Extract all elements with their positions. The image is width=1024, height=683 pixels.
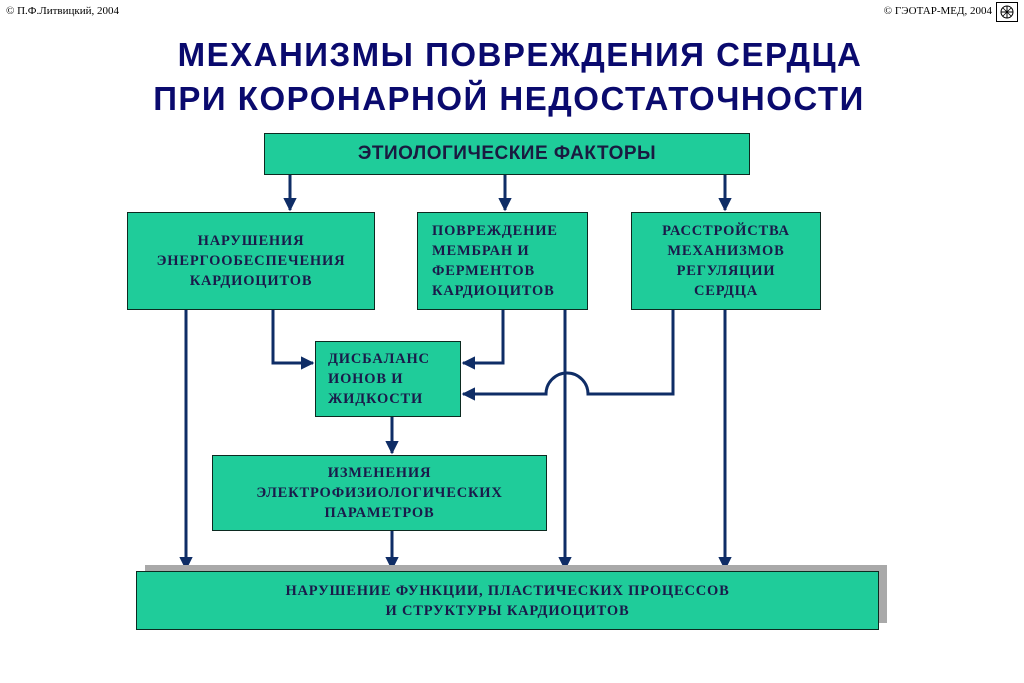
node-membrane-enzyme-damage-label: ПОВРЕЖДЕНИЕ МЕМБРАН И ФЕРМЕНТОВ КАРДИОЦИ… (432, 223, 558, 299)
copyright-author: © П.Ф.Литвицкий, 2004 (6, 5, 119, 17)
slide-title-line-1: МЕХАНИЗМЫ ПОВРЕЖДЕНИЯ СЕРДЦА (177, 36, 863, 73)
node-regulation-disorders-label: РАССТРОЙСТВА МЕХАНИЗМОВ РЕГУЛЯЦИИ СЕРДЦА (662, 223, 790, 299)
node-energy-supply-disorders-label: НАРУШЕНИЯ ЭНЕРГООБЕСПЕЧЕНИЯ КАРДИОЦИТОВ (156, 233, 346, 289)
slide-title-line-2: ПРИ КОРОНАРНОЙ НЕДОСТАТОЧНОСТИ (153, 80, 865, 117)
node-electrophysiological-changes-label: ИЗМЕНЕНИЯ ЭЛЕКТРОФИЗИОЛОГИЧЕСКИХ ПАРАМЕТ… (256, 465, 503, 521)
node-regulation-disorders: РАССТРОЙСТВА МЕХАНИЗМОВ РЕГУЛЯЦИИ СЕРДЦА (631, 212, 821, 310)
node-membrane-enzyme-damage: ПОВРЕЖДЕНИЕ МЕМБРАН И ФЕРМЕНТОВ КАРДИОЦИ… (417, 212, 588, 310)
arrow-regulation-to-ions (461, 310, 675, 401)
copyright-publisher: © ГЭОТАР-МЕД, 2004 (883, 5, 992, 17)
node-ion-fluid-imbalance: ДИСБАЛАНС ИОНОВ И ЖИДКОСТИ (315, 341, 461, 417)
arrow-membrane-to-ions (461, 310, 505, 370)
publisher-logo-icon (996, 2, 1018, 22)
arrow-energy-to-ions (271, 310, 315, 370)
node-electrophysiological-changes: ИЗМЕНЕНИЯ ЭЛЕКТРОФИЗИОЛОГИЧЕСКИХ ПАРАМЕТ… (212, 455, 547, 531)
node-energy-supply-disorders: НАРУШЕНИЯ ЭНЕРГООБЕСПЕЧЕНИЯ КАРДИОЦИТОВ (127, 212, 375, 310)
node-cardiomyocyte-dysfunction-label: НАРУШЕНИЕ ФУНКЦИИ, ПЛАСТИЧЕСКИХ ПРОЦЕССО… (285, 582, 730, 619)
node-etiological-factors-label: ЭТИОЛОГИЧЕСКИЕ ФАКТОРЫ (357, 143, 657, 164)
node-ion-fluid-imbalance-label: ДИСБАЛАНС ИОНОВ И ЖИДКОСТИ (328, 351, 430, 407)
node-cardiomyocyte-dysfunction: НАРУШЕНИЕ ФУНКЦИИ, ПЛАСТИЧЕСКИХ ПРОЦЕССО… (136, 571, 879, 630)
node-etiological-factors: ЭТИОЛОГИЧЕСКИЕ ФАКТОРЫ (264, 133, 750, 175)
